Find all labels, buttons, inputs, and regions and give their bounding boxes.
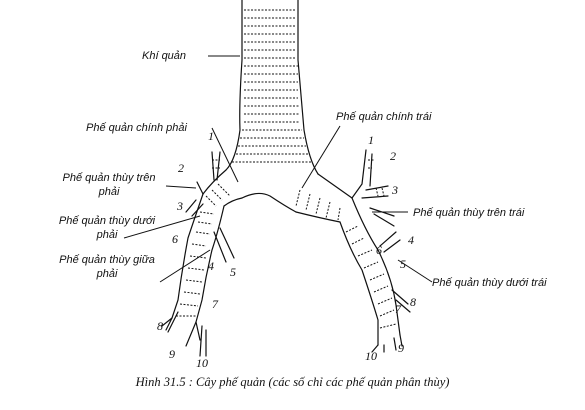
left-segment-1: 1 [368, 133, 374, 147]
right-segment-1: 1 [208, 129, 214, 143]
right-segment-3: 3 [177, 199, 183, 213]
left-lower-trunk-outline [339, 197, 401, 346]
right-main-bronchus-outline [202, 169, 243, 207]
right-segment-5: 5 [230, 265, 236, 279]
left-main-bronchus-outline [295, 173, 353, 223]
label-right-middle-lobe: Phế quản thùy giữa phải [46, 253, 168, 281]
caption-text: Cây phế quản (các số chỉ các phế quản ph… [196, 375, 450, 389]
label-right-middle-lobe-line1: Phế quản thùy giữa [59, 254, 155, 266]
label-right-lower-lobe-line2: phải [96, 229, 118, 241]
right-segment-7: 7 [212, 297, 218, 311]
left-segment-5: 5 [400, 257, 406, 271]
right-segment-6: 6 [172, 232, 178, 246]
left-segment-10: 10 [365, 349, 377, 363]
label-right-lower-lobe: Phế quản thùy dưới phải [46, 214, 168, 242]
left-segment-4: 4 [408, 233, 414, 247]
label-right-main-bronchus: Phế quản chính phải [86, 122, 187, 134]
label-right-upper-lobe-line1: Phế quản thùy trên [62, 172, 156, 184]
right-segment-4: 4 [208, 259, 214, 273]
label-right-upper-lobe: Phế quản thùy trên phải [48, 171, 170, 199]
label-trachea: Khí quản [142, 50, 187, 62]
left-terminal-branches [371, 334, 403, 353]
carina [241, 192, 297, 213]
label-left-main-bronchus: Phế quản chính trái [336, 111, 432, 123]
label-right-middle-lobe-line2: phải [96, 268, 118, 280]
left-upper-lobe-outline [351, 149, 395, 227]
trachea-outline-right [297, 0, 319, 175]
label-right-upper-lobe-line2: phải [98, 186, 120, 198]
cartilage-rings [176, 9, 397, 329]
right-lower-trunk-outline [165, 193, 225, 341]
label-right-lower-lobe-line1: Phế quản thùy dưới [58, 215, 156, 227]
right-segment-10: 10 [196, 356, 208, 370]
right-middle-lobe-outline [213, 227, 235, 263]
left-segment-6: 6 [376, 243, 382, 257]
right-segment-8: 8 [157, 319, 163, 333]
right-segment-9: 9 [169, 347, 175, 361]
trachea-outline [225, 0, 243, 171]
caption-prefix: Hình 31.5 : [135, 375, 193, 389]
label-left-lower-lobe: Phế quản thùy dưới trái [432, 277, 547, 289]
left-segment-3: 3 [392, 183, 398, 197]
left-seg6-8-outline [379, 231, 411, 313]
left-segment-9: 9 [398, 341, 404, 355]
figure-caption: Hình 31.5 : Cây phế quản (các số chỉ các… [0, 375, 585, 390]
left-segment-7: 7 [395, 302, 401, 316]
leader-lines [123, 55, 433, 283]
right-segment-2: 2 [178, 161, 184, 175]
label-left-upper-lobe: Phế quản thùy trên trái [413, 207, 525, 219]
left-segment-8: 8 [410, 295, 416, 309]
right-terminal-branches [161, 311, 207, 357]
left-segment-2: 2 [390, 149, 396, 163]
right-upper-lobe-outline [185, 151, 221, 217]
